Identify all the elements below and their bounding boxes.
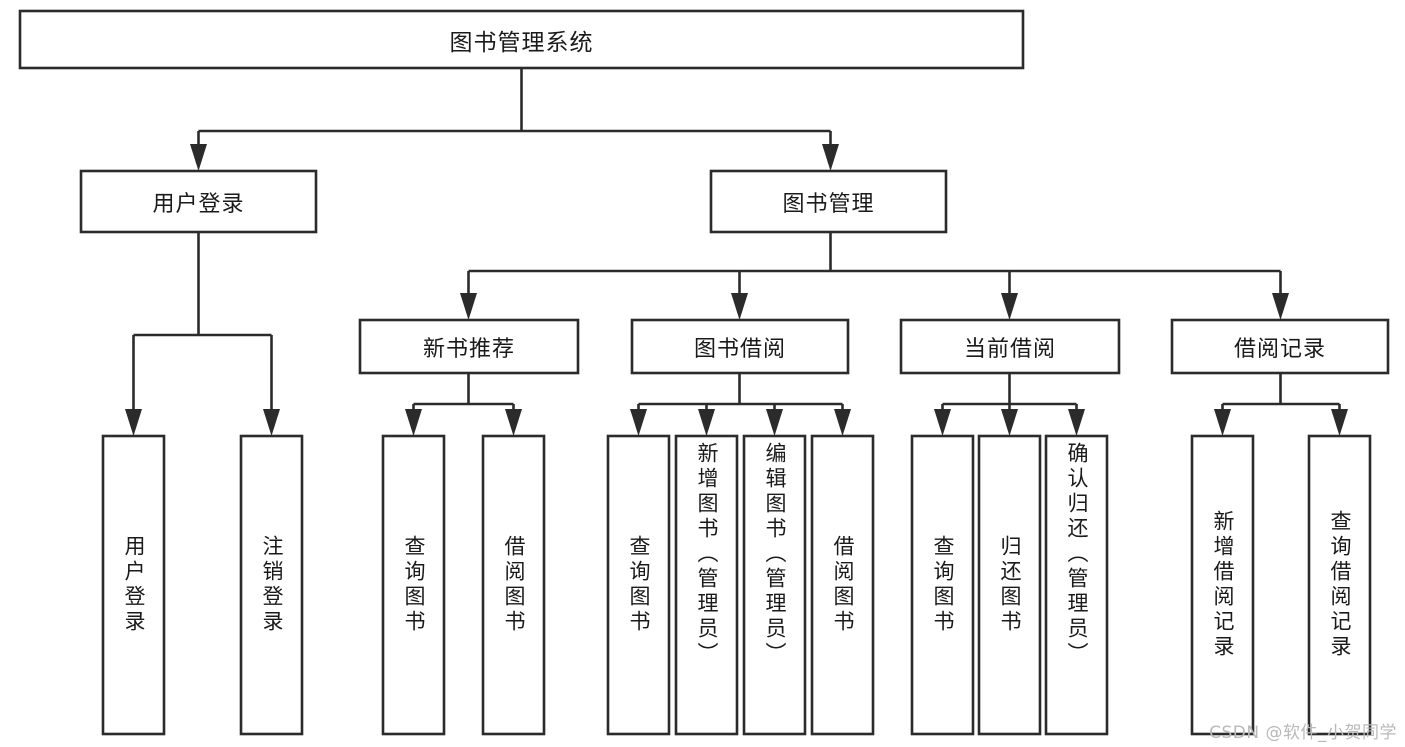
node-new-book-recommend-box[interactable] — [358, 318, 580, 375]
arrow-to-leaf-recommend-2 — [505, 409, 522, 436]
arrow-to-leaf-borrow-3 — [766, 409, 783, 436]
node-book-borrow-box[interactable] — [630, 318, 850, 375]
boxes-group — [18, 9, 1390, 736]
leaf-box-current-3[interactable] — [1044, 434, 1109, 736]
leaf-box-current-2[interactable] — [977, 434, 1042, 736]
node-current-borrow-box[interactable] — [899, 318, 1121, 375]
arrow-to-leaf-borrow-1 — [630, 409, 647, 436]
leaf-box-recommend-1[interactable] — [381, 434, 446, 736]
arrow-to-leaf-current-1 — [934, 409, 951, 436]
node-user-login-box[interactable] — [79, 169, 318, 234]
arrow-to-leaf-current-2 — [1001, 409, 1018, 436]
arrow-to-borrow-record — [1272, 293, 1289, 320]
connectors-group — [125, 68, 1348, 436]
leaf-box-current-1[interactable] — [910, 434, 975, 736]
arrow-to-leaf-borrow-4 — [834, 409, 851, 436]
arrow-to-leaf-current-3 — [1068, 409, 1085, 436]
node-borrow-record-box[interactable] — [1170, 318, 1390, 375]
leaf-box-recommend-2[interactable] — [481, 434, 546, 736]
arrow-to-leaf-logout — [263, 409, 280, 436]
arrow-to-leaf-user-login — [125, 409, 142, 436]
arrow-to-new-book-recommend — [460, 293, 477, 320]
arrow-to-leaf-record-2 — [1331, 409, 1348, 436]
arrow-to-book-borrow — [731, 293, 748, 320]
leaf-box-record-2[interactable] — [1307, 434, 1372, 736]
node-root-box[interactable] — [18, 9, 1025, 70]
leaf-box-record-1[interactable] — [1190, 434, 1255, 736]
arrow-to-leaf-borrow-2 — [698, 409, 715, 436]
leaf-box-user-login-2[interactable] — [239, 434, 304, 736]
arrow-to-user-login — [190, 144, 207, 171]
arrow-to-book-manage — [822, 144, 839, 171]
leaf-box-borrow-4[interactable] — [810, 434, 875, 736]
csdn-watermark: CSDN @软件_小贺同学 — [1209, 723, 1397, 743]
node-book-manage-box[interactable] — [709, 169, 948, 234]
leaf-box-borrow-3[interactable] — [742, 434, 807, 736]
leaf-box-borrow-2[interactable] — [674, 434, 739, 736]
leaf-box-user-login-1[interactable] — [101, 434, 166, 736]
arrow-to-leaf-recommend-1 — [405, 409, 422, 436]
arrow-to-current-borrow — [1001, 293, 1018, 320]
leaf-box-borrow-1[interactable] — [606, 434, 671, 736]
arrow-to-leaf-record-1 — [1214, 409, 1231, 436]
